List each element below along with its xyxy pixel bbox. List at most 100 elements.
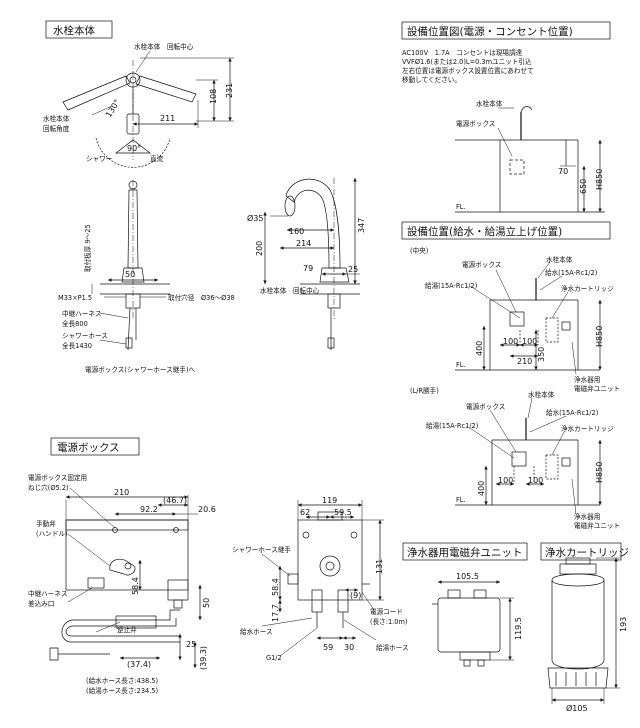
dim-pbs-59-5: 59.5	[334, 508, 352, 517]
dim-130-deg: 130°	[104, 98, 122, 119]
dim-center-h850: H850	[595, 326, 604, 347]
faucet-top-view: 水栓本体 回転中心 水栓本体 回転角度 シャワー 直流 108 231 130°…	[43, 42, 234, 168]
label-to-power-box: 電源ボックス(シャワーホース継手)へ	[85, 365, 196, 374]
label-lr: (L/R勝手)	[410, 386, 439, 395]
label-power-faucet-body: 水栓本体	[476, 99, 503, 108]
svg-text:浄水器用電磁弁ユニット: 浄水器用電磁弁ユニット	[407, 546, 523, 559]
title-faucet-body: 水栓本体	[45, 20, 113, 39]
faucet-front-view: 取付板厚 9〜25 50 M33×P1.5 取付穴径 Ø36〜Ø38 中継ハーネ…	[58, 180, 235, 374]
label-straight: 直流	[150, 154, 164, 163]
svg-text:全長1430: 全長1430	[62, 341, 92, 350]
label-mount-hole: 取付穴径 Ø36〜Ø38	[168, 293, 235, 302]
label-lr-unit: 浄水器用	[574, 512, 600, 521]
note-power-2: VVFØ1.6(または2.0)L=0.3mユニット引込	[402, 57, 532, 66]
install-position-supply-lr: (L/R勝手) 水栓本体 電源ボックス 給水(15A-Rc1/2) 給湯	[410, 386, 620, 530]
label-lr-hot: 給湯(15A-Rc1/2)	[426, 421, 478, 430]
dim-pbs-131: 131	[375, 559, 384, 574]
dim-h850: H850	[595, 169, 604, 190]
dim-center-350: 350	[537, 347, 546, 362]
dim-lr-h850: H850	[595, 462, 604, 483]
title-purifier-solenoid-unit: 浄水器用電磁弁ユニット	[402, 542, 528, 561]
dim-pb-39-3: (39.3)	[199, 646, 208, 670]
dim-211: 211	[160, 114, 175, 123]
note-power-1: AC100V 1.7A コンセントは現場調達	[402, 48, 523, 57]
label-center-faucet-body: 水栓本体	[546, 255, 573, 264]
power-box-side-view: 119 62 59.5 シャワーホース継手 131 58.4 (9) 17.7 …	[232, 496, 409, 662]
svg-text:電磁弁ユニット: 電磁弁ユニット	[574, 521, 620, 530]
title-power-box: 電源ボックス	[50, 437, 140, 456]
label-center-unit: 浄水器用	[574, 375, 600, 384]
dim-pb-50: 50	[202, 598, 211, 608]
svg-text:電磁弁ユニット: 電磁弁ユニット	[574, 384, 620, 393]
label-lr-cartridge: 浄水カートリッジ	[561, 424, 614, 433]
solenoid-unit-view: 105.5 119.5	[432, 572, 523, 667]
dim-lr-100a: 100	[498, 476, 513, 485]
dim-center-400: 400	[475, 341, 484, 356]
svg-text:全長800: 全長800	[62, 319, 88, 328]
label-harness-port: 中継ハーネス	[28, 589, 68, 598]
svg-text:差込み口: 差込み口	[28, 599, 54, 608]
dim-pbs-9: (9)	[350, 591, 361, 600]
dim-unit-105-5: 105.5	[456, 572, 479, 581]
dim-pbs-62: 62	[300, 508, 310, 517]
dim-347: 347	[357, 218, 366, 233]
label-center-power-box: 電源ボックス	[462, 260, 501, 269]
label-lr-power-box: 電源ボックス	[466, 402, 505, 411]
dim-214: 214	[296, 239, 311, 248]
dim-pbs-119: 119	[322, 496, 337, 505]
title-install-position-power: 設備位置図(電源・コンセント位置)	[401, 21, 611, 40]
dim-pb-92-2: 92.2	[140, 505, 158, 514]
dim-pb-210: 210	[114, 488, 129, 497]
dim-diameter-35: Ø35	[247, 213, 263, 223]
label-body-rotation-angle: 水栓本体	[43, 114, 70, 123]
label-fl: FL.	[456, 203, 466, 211]
label-counter-thickness: 取付板厚 9〜25	[83, 224, 92, 272]
label-body-rotation-center: 水栓本体 回転中心	[134, 42, 194, 51]
dim-pb-20-6: 20.6	[198, 505, 216, 514]
dim-108: 108	[209, 89, 218, 104]
label-center-cartridge: 浄水カートリッジ	[561, 284, 614, 293]
label-hot-hose-length: (給湯ホース長さ:234.5)	[86, 686, 158, 695]
label-power-box: 電源ボックス	[456, 119, 495, 128]
label-lr-cold: 給水(15A-Rc1/2)	[546, 408, 598, 417]
dim-pb-37-4: (37.4)	[127, 660, 151, 669]
label-cold-hose: 給水ホース	[240, 627, 273, 636]
power-box-front-view: 電源ボックス固定用 ねじ穴(Ø5.2) 210 (46.7) 92.2 20.6…	[28, 473, 216, 695]
label-center-cold: 給水(15A-Rc1/2)	[545, 268, 597, 277]
dim-231: 231	[225, 83, 234, 98]
dim-pbs-30: 30	[344, 643, 354, 652]
label-screw-hole: 電源ボックス固定用	[28, 473, 87, 482]
dim-650: 650	[579, 179, 588, 194]
dim-center-100b: 100	[522, 337, 537, 346]
label-check-valve: 逆止弁	[117, 625, 137, 634]
dim-pbs-58-4: 58.4	[271, 578, 280, 596]
label-shower-hose: シャワーホース	[62, 332, 108, 340]
install-position-supply-center: (中央) 電源ボックス 水栓本体 給湯(15A-Rc1/	[410, 246, 620, 393]
label-hot-hose: 給湯ホース	[376, 643, 409, 652]
svg-text:水栓本体: 水栓本体	[53, 24, 95, 37]
note-power-3: 左右位置は電源ボックス設置位置にあわせて	[402, 66, 534, 75]
label-center: (中央)	[410, 246, 428, 255]
dim-pb-25: 25	[186, 640, 196, 649]
label-rotation-center: 水栓本体 回転中心	[260, 286, 320, 295]
svg-text:浄水カートリッジ: 浄水カートリッジ	[545, 546, 629, 559]
label-center-hot: 給湯(15A-Rc1/2)	[425, 281, 477, 290]
dim-70: 70	[558, 167, 568, 176]
dim-50: 50	[125, 270, 135, 279]
label-m33: M33×P1.5	[58, 294, 92, 302]
dim-center-210: 210	[517, 357, 532, 366]
svg-text:(ハンドル): (ハンドル)	[36, 530, 68, 538]
dim-25: 25	[348, 265, 358, 274]
svg-text:電源ボックス: 電源ボックス	[57, 441, 120, 454]
title-purifier-cartridge: 浄水カートリッジ	[540, 542, 629, 561]
label-cold-hose-length: (給水ホース長さ:438.5)	[86, 676, 158, 685]
dim-200: 200	[255, 241, 264, 256]
faucet-side-view: Ø35 160 214 200 347 79 25 水栓本体 回転中心	[247, 178, 366, 350]
label-shower: シャワー	[86, 155, 112, 163]
dim-lr-100b: 100	[528, 476, 543, 485]
dim-pbs-59: 59	[323, 643, 333, 652]
label-harness: 中継ハーネス	[62, 309, 102, 318]
svg-text:(長さ:1.0m): (長さ:1.0m)	[370, 618, 407, 626]
svg-text:設備位置(給水・給湯立上げ位置): 設備位置(給水・給湯立上げ位置)	[407, 225, 562, 238]
